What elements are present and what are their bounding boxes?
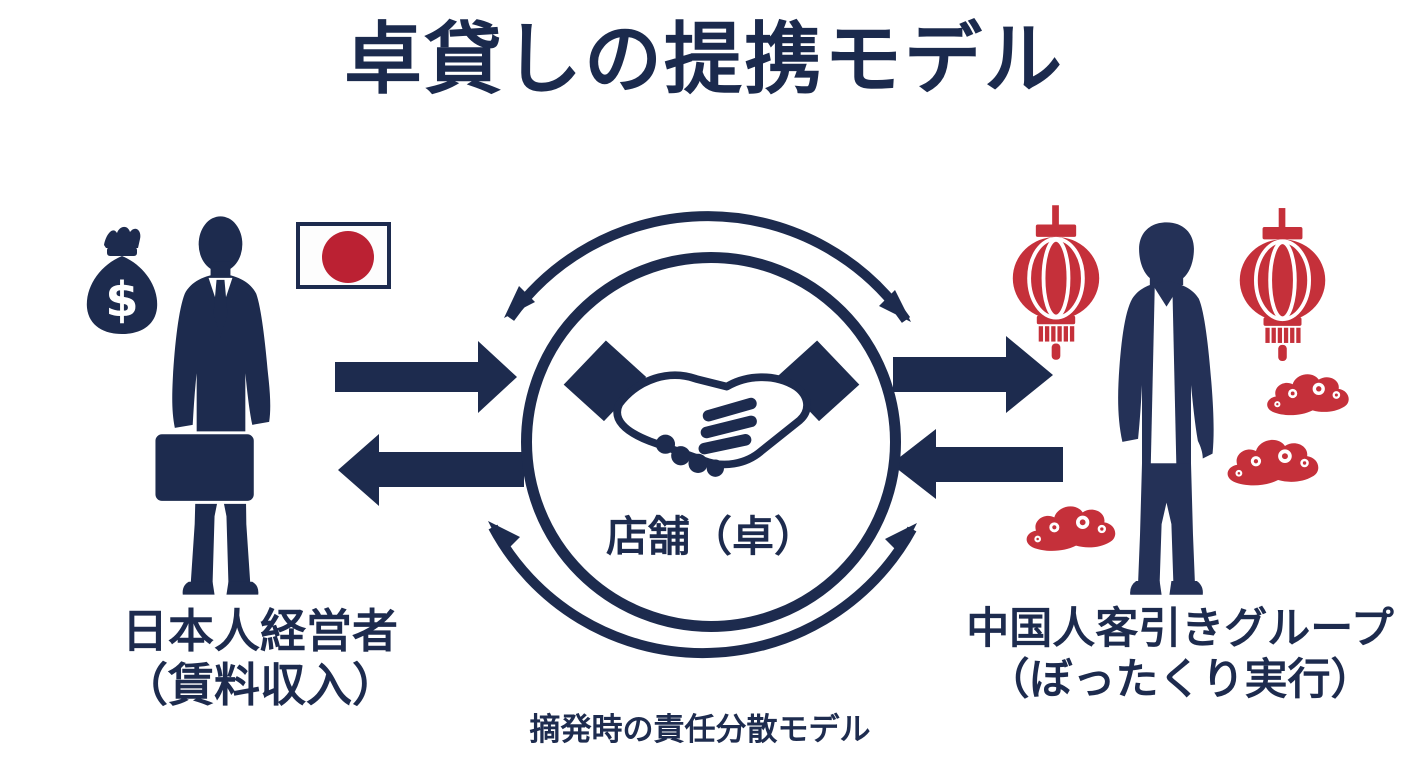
left-party-label-line1: 日本人経営者 [122,604,398,658]
arrow-right-to-hub [891,429,1063,499]
chinese-lantern-icon-left [1012,205,1100,360]
arrow-hub-to-left [338,434,524,506]
cloud-motif-icon-2 [1227,439,1319,486]
right-party-label-line1: 中国人客引きグループ [966,604,1394,654]
cycle-arc-top-heads [504,286,911,322]
handshake-icon [563,340,860,477]
cloud-motif-icon-1 [1267,374,1349,416]
left-party-label-line2: （賃料収入） [122,658,398,713]
svg-text:$: $ [105,272,138,328]
cycle-arc-bottom-heads [488,521,917,555]
flag-red-circle [321,231,374,283]
cycle-arc-bottom [488,524,917,659]
caption: 摘発時の責任分散モデル [529,712,871,748]
japan-flag-icon [296,222,391,289]
casual-man-icon [1118,222,1214,595]
cycle-arc-top [505,211,911,323]
page-title: 卓貸しの提携モデル [343,15,1064,105]
right-party-label-line2: （ぼったくり実行） [986,654,1374,705]
left-party-label: 日本人経営者 （賃料収入） [60,604,460,713]
money-bag-icon: $ [86,226,158,334]
right-party-label: 中国人客引きグループ （ぼったくり実行） [960,604,1400,705]
hub-circle: 店舗（卓） [521,252,901,632]
cloud-motif-icon-3 [1026,506,1116,551]
arrow-left-to-hub [335,341,517,413]
chinese-lantern-icon-right [1239,208,1326,361]
businessman-icon [152,216,271,595]
hub-label: 店舗（卓） [605,512,816,561]
arrow-hub-to-right [893,336,1053,413]
